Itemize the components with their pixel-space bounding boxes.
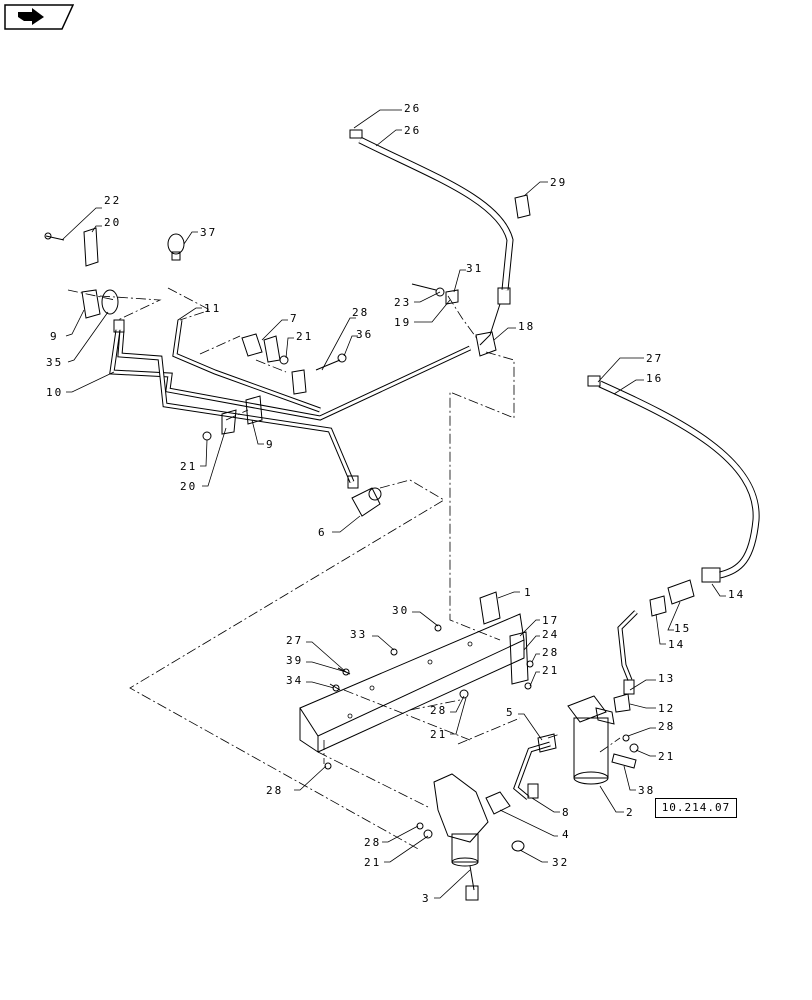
filter-head [416, 773, 525, 901]
callout-label: 21 [364, 856, 381, 869]
callout-label: 8 [562, 806, 569, 819]
callout-label: 28 [658, 720, 675, 733]
alignment-lines [67, 287, 621, 851]
callout-label: 24 [542, 628, 559, 641]
callout-label: 2 [626, 806, 633, 819]
callout-label: 11 [204, 302, 221, 315]
cross-reference-link[interactable]: 10.214.07 [655, 798, 737, 818]
callout-label: 17 [542, 614, 559, 627]
callout-labels: 26 26 29 22 20 37 9 35 10 11 7 21 28 36 … [46, 102, 745, 905]
callout-label: 27 [286, 634, 303, 647]
callout-label: 4 [562, 828, 569, 841]
return-hose [349, 129, 514, 346]
callout-label: 36 [356, 328, 373, 341]
callout-label: 9 [50, 330, 57, 343]
callout-label: 35 [46, 356, 63, 369]
callout-label: 13 [658, 672, 675, 685]
hose-clip [514, 194, 531, 219]
callout-label: 21 [296, 330, 313, 343]
connector-tube [613, 610, 638, 713]
callout-label: 29 [550, 176, 567, 189]
callout-label: 16 [646, 372, 663, 385]
callout-label: 27 [646, 352, 663, 365]
callout-label: 28 [430, 704, 447, 717]
callout-label: 28 [266, 784, 283, 797]
callout-label: 31 [466, 262, 483, 275]
callout-label: 7 [290, 312, 297, 325]
callout-label: 28 [364, 836, 381, 849]
previous-page-button[interactable] [4, 4, 75, 30]
callout-label: 28 [542, 646, 559, 659]
supply-hose [587, 375, 760, 617]
callout-label: 32 [552, 856, 569, 869]
callout-label: 23 [394, 296, 411, 309]
callout-label: 6 [318, 526, 325, 539]
mounting-bracket [299, 591, 529, 753]
callout-label: 39 [286, 654, 303, 667]
upper-small-parts [44, 227, 459, 517]
fuel-filter [567, 695, 637, 785]
tube-bracket [475, 331, 497, 357]
callout-label: 34 [286, 674, 303, 687]
callout-label: 22 [104, 194, 121, 207]
callout-label: 1 [524, 586, 531, 599]
arrow-right-icon [18, 8, 44, 25]
callout-label: 10 [46, 386, 63, 399]
callout-label: 3 [422, 892, 429, 905]
filter-line [513, 733, 557, 800]
callout-label: 5 [506, 706, 513, 719]
callout-label: 19 [394, 316, 411, 329]
callout-label: 38 [638, 784, 655, 797]
callout-label: 37 [200, 226, 217, 239]
fuel-tube-assembly [109, 319, 472, 489]
callout-label: 21 [430, 728, 447, 741]
callout-label: 21 [180, 460, 197, 473]
callout-label: 30 [392, 604, 409, 617]
callout-label: 18 [518, 320, 535, 333]
callout-label: 20 [104, 216, 121, 229]
callout-label: 15 [674, 622, 691, 635]
callout-label: 21 [542, 664, 559, 677]
callout-label: 20 [180, 480, 197, 493]
callout-label: 12 [658, 702, 675, 715]
callout-label: 28 [352, 306, 369, 319]
callout-label: 14 [668, 638, 685, 651]
callout-label: 21 [658, 750, 675, 763]
callout-label: 9 [266, 438, 273, 451]
callout-label: 26 [404, 124, 421, 137]
callout-label: 33 [350, 628, 367, 641]
callout-label: 26 [404, 102, 421, 115]
callout-label: 14 [728, 588, 745, 601]
